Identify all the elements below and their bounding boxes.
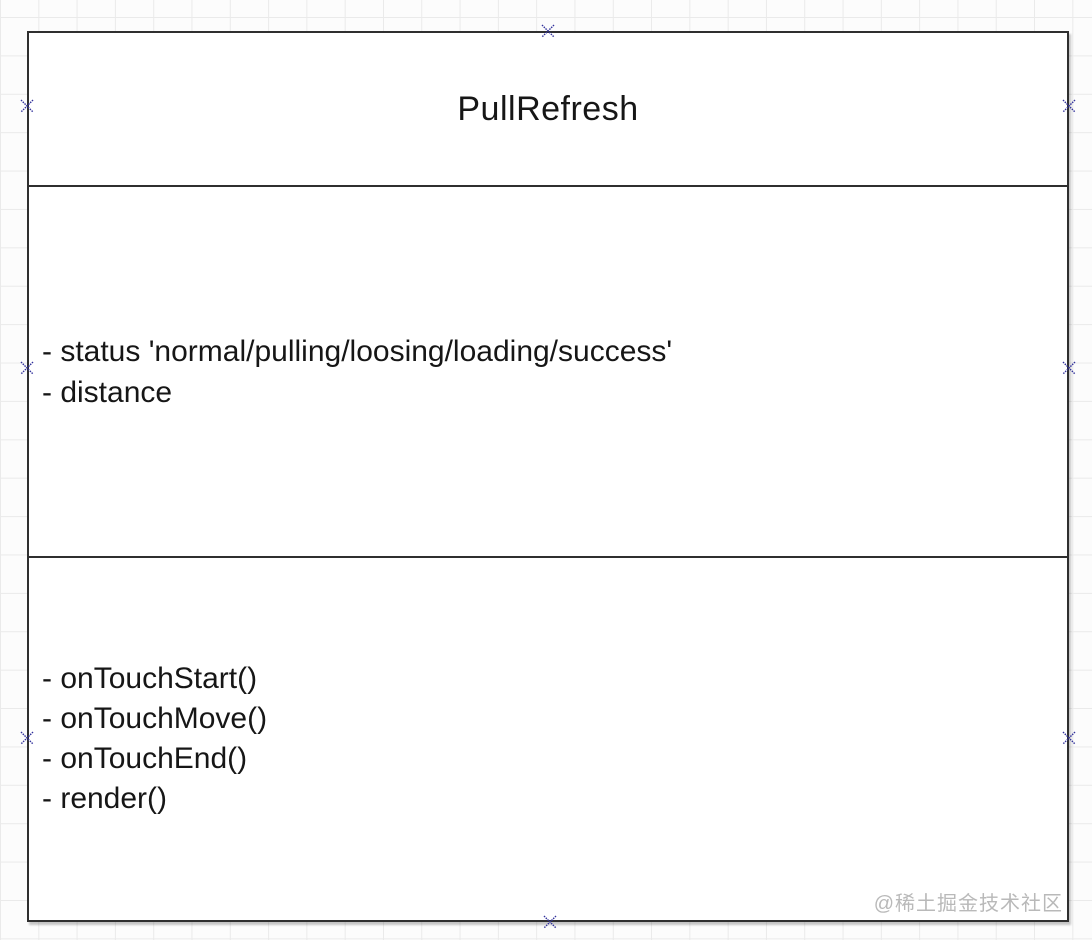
connection-point-bottom-icon[interactable] <box>542 914 558 930</box>
uml-class-name: PullRefresh <box>457 89 639 128</box>
uml-method-render: - render() <box>42 782 168 815</box>
uml-class-shape-pullrefresh[interactable]: PullRefresh - status 'normal/pulling/loo… <box>27 31 1069 922</box>
connection-point-left-methods-icon[interactable] <box>19 730 35 746</box>
uml-class-title-section[interactable]: PullRefresh <box>29 33 1067 185</box>
connection-point-left-attributes-icon[interactable] <box>19 360 35 376</box>
uml-method-ontouchmove: - onTouchMove() <box>42 702 268 735</box>
connection-point-left-title-icon[interactable] <box>19 98 35 114</box>
uml-attribute-distance: - distance <box>42 375 173 409</box>
uml-method-ontouchstart: - onTouchStart() <box>42 662 258 695</box>
connection-point-right-title-icon[interactable] <box>1061 98 1077 114</box>
connection-point-right-methods-icon[interactable] <box>1061 730 1077 746</box>
connection-point-right-attributes-icon[interactable] <box>1061 360 1077 376</box>
uml-class-attributes-section[interactable]: - status 'normal/pulling/loosing/loading… <box>29 185 1067 556</box>
uml-attribute-status: - status 'normal/pulling/loosing/loading… <box>42 334 673 368</box>
uml-class-methods-section[interactable]: - onTouchStart() - onTouchMove() - onTou… <box>29 556 1067 920</box>
connection-point-top-icon[interactable] <box>540 23 556 39</box>
watermark-text: @稀土掘金技术社区 <box>873 893 1063 915</box>
uml-method-ontouchend: - onTouchEnd() <box>42 742 248 775</box>
